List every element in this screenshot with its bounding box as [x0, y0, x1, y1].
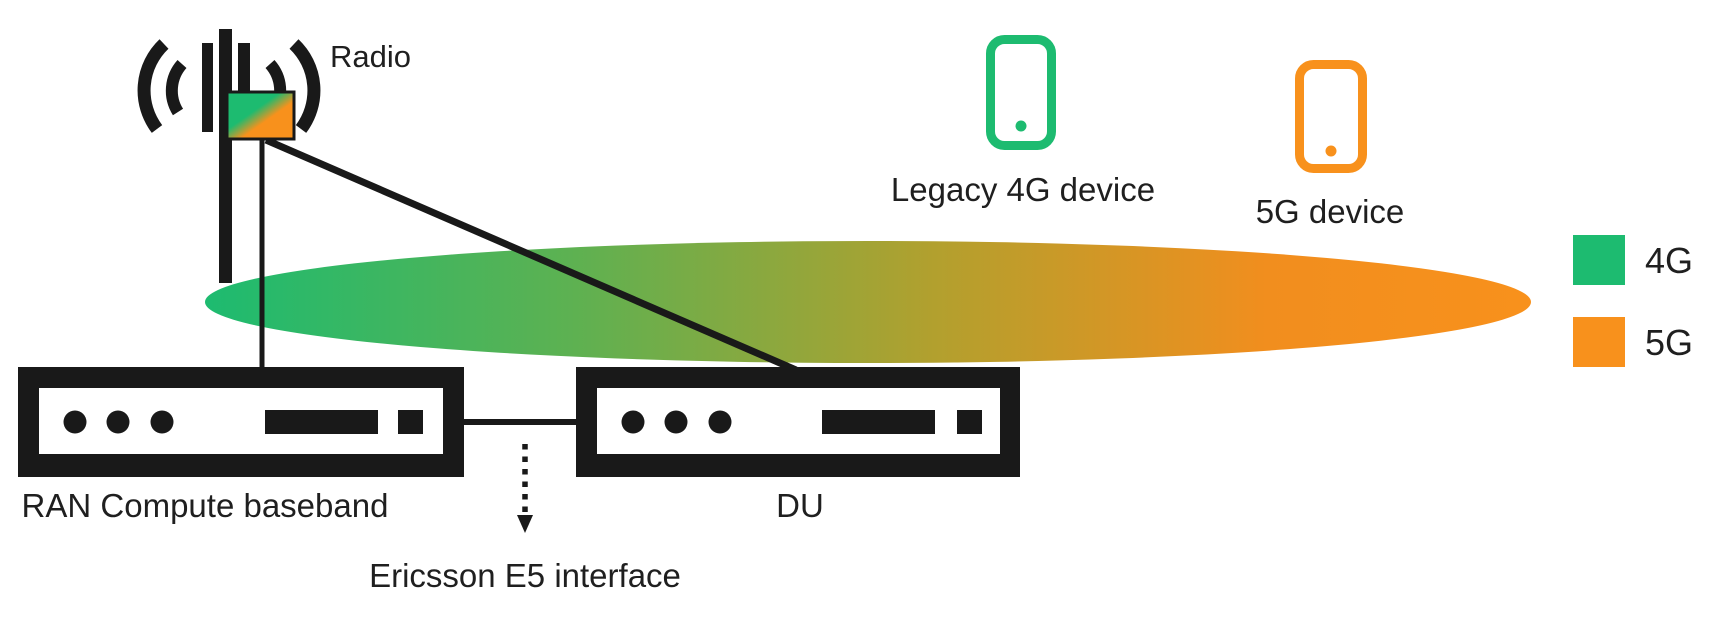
legacy-4g-phone-icon [986, 35, 1056, 150]
legend-5g-label: 5G [1645, 322, 1694, 363]
ran-baseband-unit-icon [18, 367, 464, 477]
radio-tower-icon [202, 29, 250, 283]
legend-5g-swatch [1573, 317, 1625, 367]
coverage-beam-ellipse [205, 241, 1531, 363]
e5-interface-arrow [517, 444, 533, 533]
ran-baseband-label: RAN Compute baseband [21, 487, 389, 524]
legacy-4g-device-label: Legacy 4G device [890, 171, 1156, 208]
legend-4g-label: 4G [1645, 240, 1694, 281]
du-label: DU [776, 487, 824, 524]
legend-4g-swatch [1573, 235, 1625, 285]
du-unit-icon [576, 367, 1020, 477]
radio-unit-icon [225, 90, 296, 141]
radio-label: Radio [330, 39, 411, 74]
5g-phone-icon [1295, 60, 1367, 173]
e5-interface-label: Ericsson E5 interface [369, 557, 681, 594]
radio-to-du-line [264, 136, 798, 374]
5g-device-label: 5G device [1255, 193, 1405, 230]
